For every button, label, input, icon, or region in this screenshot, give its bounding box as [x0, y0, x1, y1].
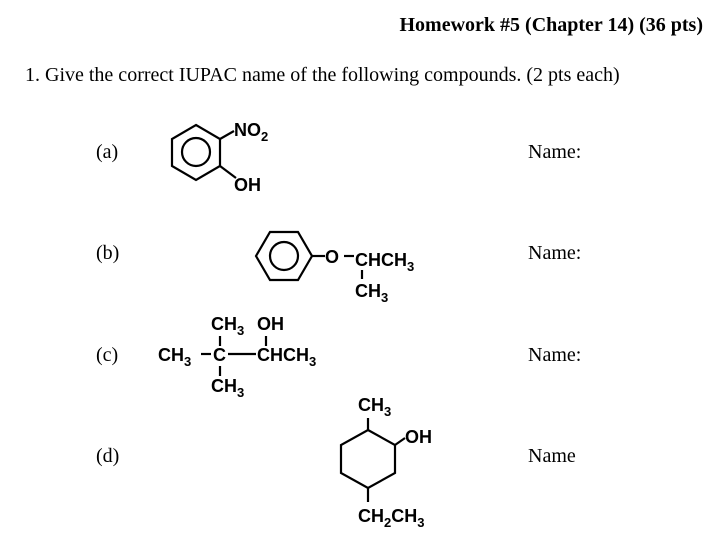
aromatic-circle-b	[268, 240, 300, 272]
left-methyl-c: CH3	[158, 345, 191, 369]
item-b-label: (b)	[96, 242, 120, 264]
ethyl-group-d: CH2CH3	[358, 506, 424, 530]
ch3-text: CH	[355, 281, 381, 301]
aromatic-circle-a	[180, 136, 212, 168]
structure-d: CH3 OH CH2CH3	[339, 395, 432, 530]
benzene-ring-b	[254, 230, 314, 282]
top-methyl-c: CH3	[211, 314, 244, 338]
item-c-label: (c)	[96, 344, 119, 366]
benzene-ring-a	[170, 123, 222, 182]
isopropyl-ch-b: CHCH3	[355, 250, 414, 274]
item-a-name-label: Name:	[528, 141, 582, 163]
structure-b: O CHCH3 CH3	[254, 230, 414, 305]
hydroxyl-group-d: OH	[405, 427, 432, 447]
quaternary-carbon-c: C	[213, 345, 226, 365]
nitro-sub: 2	[261, 129, 268, 144]
item-a-label: (a)	[96, 141, 119, 163]
nitro-text: NO	[234, 120, 261, 140]
structure-a: NO2 OH	[170, 120, 268, 195]
structure-c: CH3 OH CH3 C CHCH3 CH3	[158, 314, 316, 400]
ethyl-ch2-sub: 2	[384, 515, 391, 530]
hydroxyl-group-c: OH	[257, 314, 284, 334]
bond-oh-a	[219, 165, 237, 179]
ethyl-ch2-text: CH	[358, 506, 384, 526]
left-ch3-text: CH	[158, 345, 184, 365]
methyl-group-b: CH3	[355, 281, 388, 305]
left-ch3-sub: 3	[184, 354, 191, 369]
hydroxyl-group-a: OH	[234, 175, 261, 195]
methyl-group-d: CH3	[358, 395, 391, 419]
bot-ch3-text: CH	[211, 376, 237, 396]
nitro-group-a: NO2	[234, 120, 268, 144]
chch3-group-c: CHCH3	[257, 345, 316, 369]
bottom-methyl-c: CH3	[211, 376, 244, 400]
ether-oxygen-b: O	[325, 247, 339, 267]
ethyl-ch-text: CH	[391, 506, 417, 526]
chch-text: CHCH	[355, 250, 407, 270]
page-title: Homework #5 (Chapter 14) (36 pts)	[399, 14, 704, 36]
d-ch3-sub: 3	[384, 404, 391, 419]
bond-ring-oh-d	[394, 437, 406, 446]
chch3-text: CHCH	[257, 345, 309, 365]
question-1-text: 1. Give the correct IUPAC name of the fo…	[25, 64, 620, 86]
bot-ch3-sub: 3	[237, 385, 244, 400]
d-ch3-text: CH	[358, 395, 384, 415]
bond-no2-a	[219, 130, 235, 140]
top-ch3-sub: 3	[237, 323, 244, 338]
chch-sub: 3	[407, 259, 414, 274]
cyclohexane-ring-d	[339, 428, 397, 490]
ethyl-ch3-sub: 3	[417, 515, 424, 530]
item-c-name-label: Name:	[528, 344, 582, 366]
ch3-sub: 3	[381, 290, 388, 305]
item-d-label: (d)	[96, 445, 120, 467]
top-ch3-text: CH	[211, 314, 237, 334]
item-d-name-label: Name	[528, 445, 576, 467]
chch3-sub: 3	[309, 354, 316, 369]
item-b-name-label: Name:	[528, 242, 582, 264]
